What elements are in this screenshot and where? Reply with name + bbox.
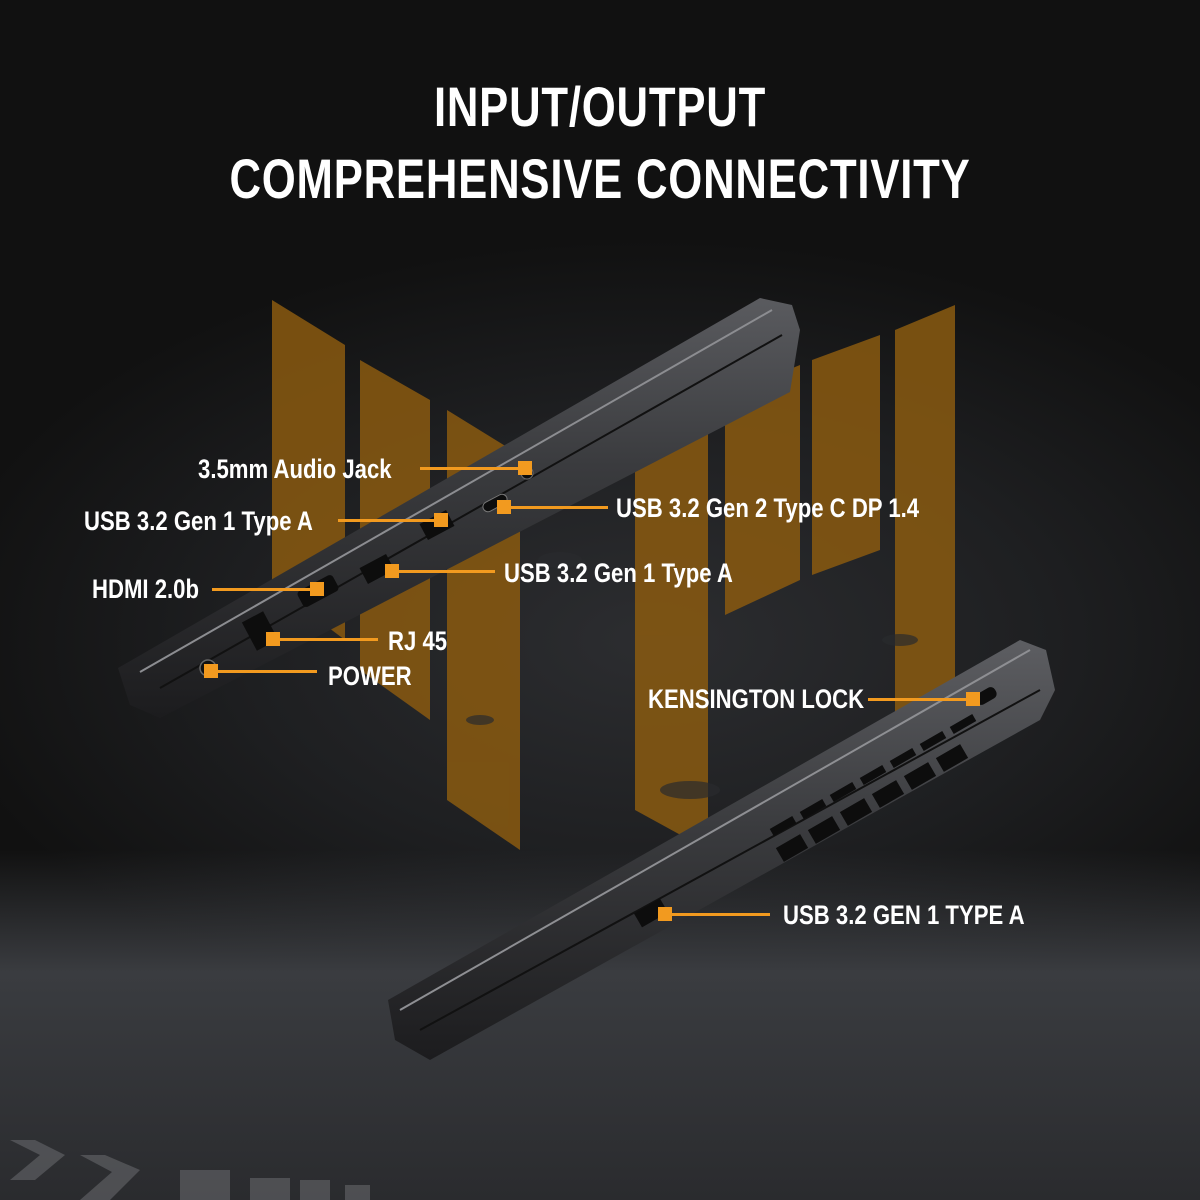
- leader-line: [393, 570, 495, 573]
- headline-line-2: COMPREHENSIVE CONNECTIVITY: [229, 147, 971, 210]
- port-marker-icon: [266, 632, 280, 646]
- port-label: USB 3.2 GEN 1 TYPE A: [783, 900, 1025, 930]
- port-label: RJ 45: [388, 626, 448, 656]
- port-label: USB 3.2 Gen 2 Type C DP 1.4: [616, 493, 920, 523]
- leader-line: [505, 506, 608, 509]
- port-label: POWER: [328, 661, 412, 691]
- port-marker-icon: [966, 692, 980, 706]
- leader-line: [212, 588, 312, 591]
- port-label: USB 3.2 Gen 1 Type A: [504, 558, 733, 588]
- port-marker-icon: [385, 564, 399, 578]
- leader-line: [666, 913, 770, 916]
- port-marker-icon: [518, 461, 532, 475]
- port-marker-icon: [497, 500, 511, 514]
- leader-line: [868, 698, 968, 701]
- port-marker-icon: [434, 513, 448, 527]
- port-marker-icon: [310, 582, 324, 596]
- port-marker-icon: [658, 907, 672, 921]
- leader-line: [338, 519, 436, 522]
- leader-line: [274, 638, 378, 641]
- port-label: 3.5mm Audio Jack: [198, 454, 392, 484]
- floor-chevron-markings: [10, 1140, 370, 1200]
- port-marker-icon: [204, 664, 218, 678]
- port-label: USB 3.2 Gen 1 Type A: [84, 506, 313, 536]
- leader-line: [212, 670, 317, 673]
- port-label: HDMI 2.0b: [92, 574, 200, 604]
- port-label: KENSINGTON LOCK: [648, 684, 865, 714]
- leader-line: [420, 467, 520, 470]
- headline-line-1: INPUT/OUTPUT: [433, 75, 767, 138]
